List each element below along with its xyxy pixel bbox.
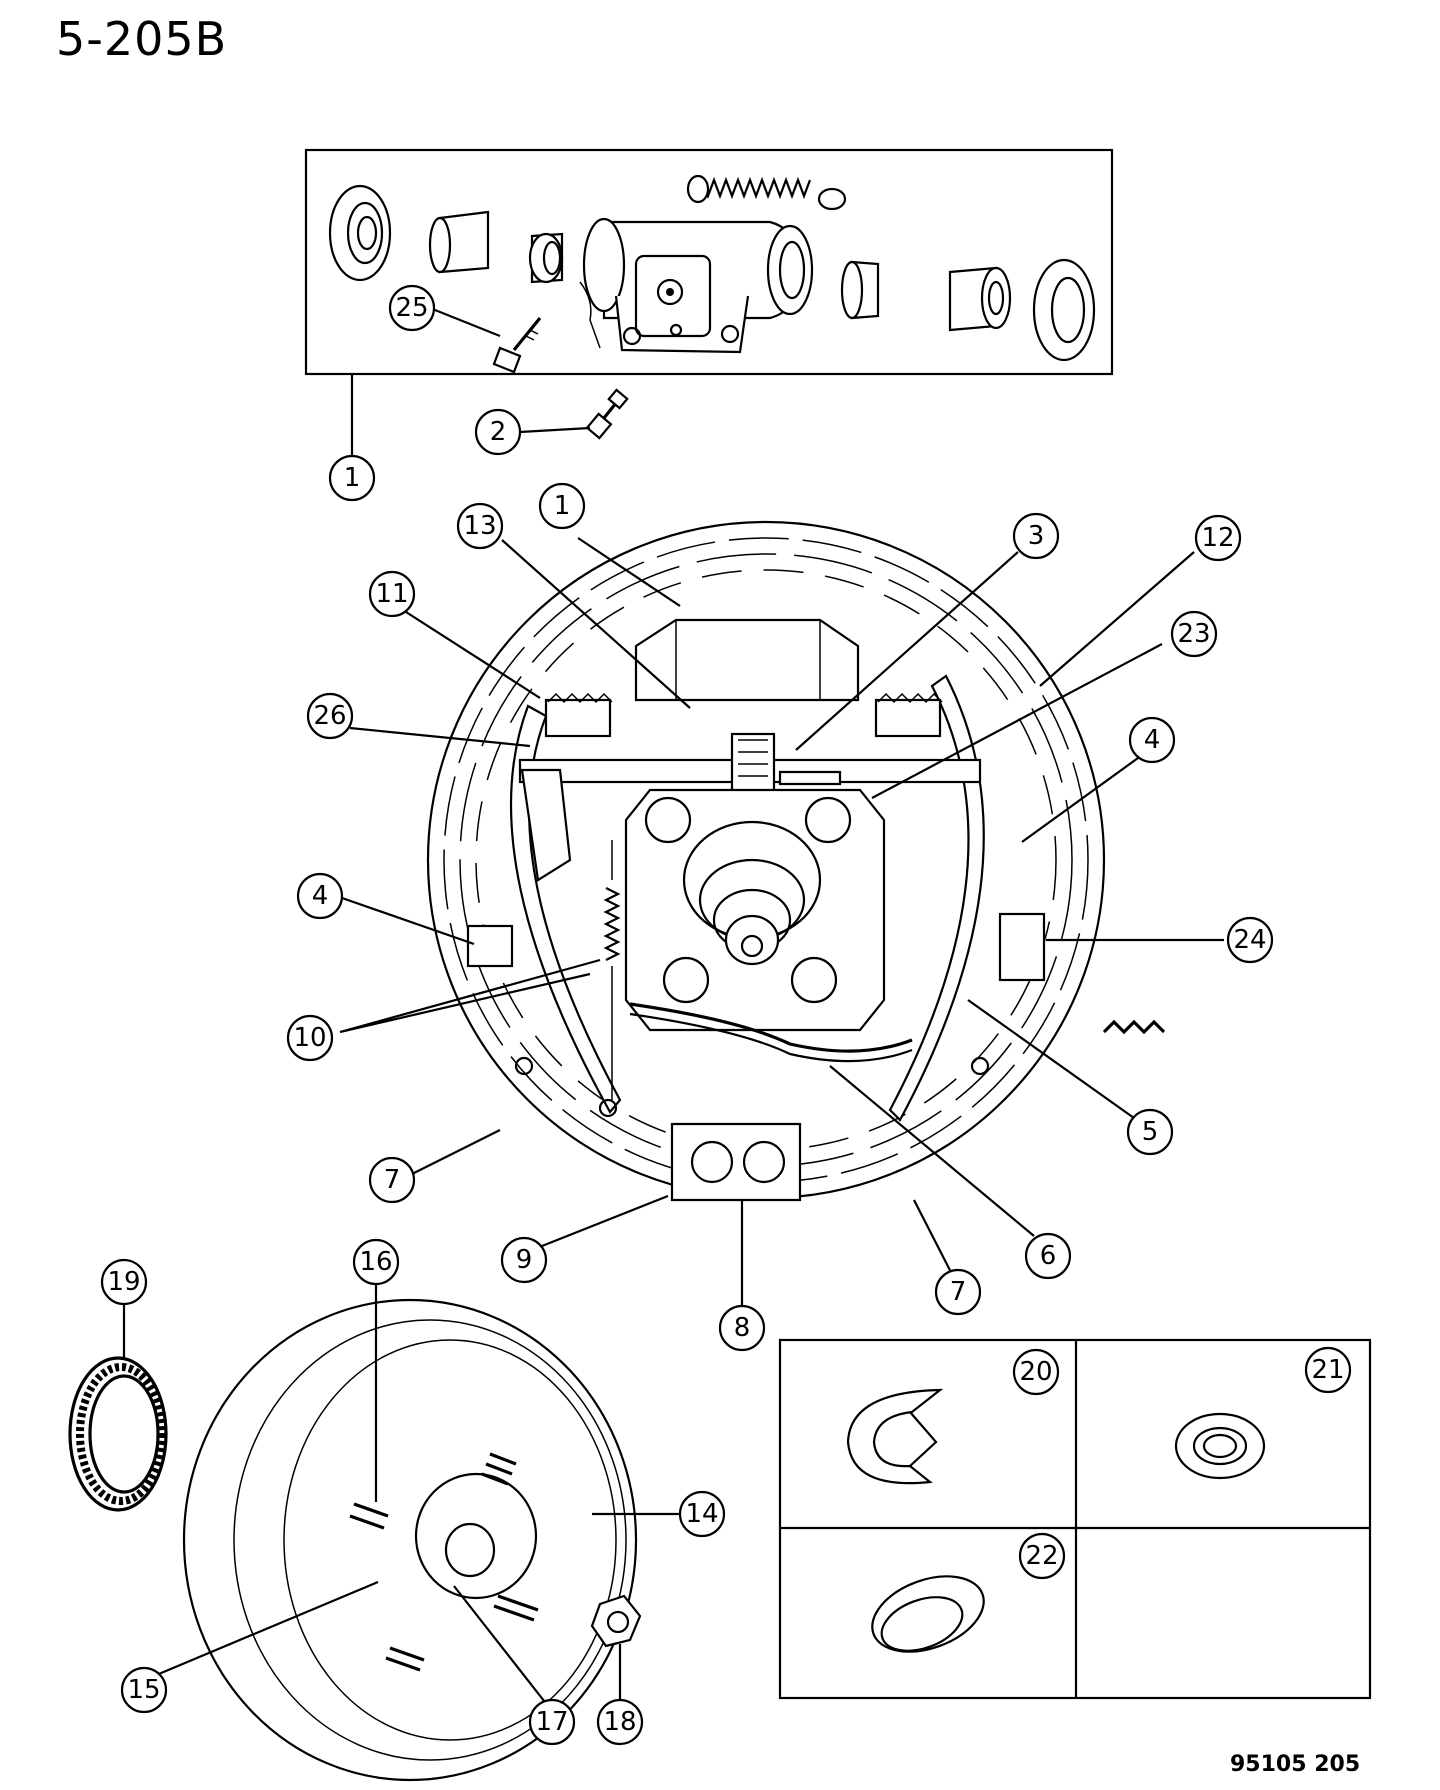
cylinder-body	[582, 217, 814, 354]
callout-20: 20	[1012, 1348, 1060, 1396]
anchor-block	[670, 1122, 802, 1202]
shoe-retainer-left	[544, 698, 612, 738]
cylinder-spring	[688, 176, 812, 200]
callout-7-left: 7	[368, 1156, 416, 1204]
bleeder-screw	[585, 388, 629, 440]
backing-plate-assembly	[426, 520, 1166, 1202]
small-parts-grid	[778, 1338, 1372, 1700]
callout-7-right: 7	[934, 1268, 982, 1316]
svg-text:4: 4	[312, 881, 329, 911]
brake-drum	[182, 1298, 638, 1782]
page-title: 5-205B	[56, 12, 228, 66]
wheel-stud	[481, 1452, 517, 1486]
svg-text:7: 7	[384, 1165, 401, 1195]
callout-26: 26	[306, 692, 354, 740]
wheel-stud	[385, 1646, 425, 1672]
svg-text:21: 21	[1311, 1355, 1344, 1385]
right-boot	[1032, 258, 1096, 362]
callout-9: 9	[500, 1236, 548, 1284]
left-piston	[428, 210, 490, 274]
adjuster	[518, 732, 982, 796]
svg-text:15: 15	[127, 1675, 160, 1705]
leader-lines	[122, 306, 1224, 1707]
callout-16: 16	[352, 1238, 400, 1286]
callout-12: 12	[1194, 514, 1242, 562]
callout-19: 19	[100, 1258, 148, 1306]
svg-text:12: 12	[1201, 523, 1234, 553]
return-spring	[603, 887, 621, 961]
callout-5: 5	[1126, 1108, 1174, 1156]
svg-text:22: 22	[1025, 1541, 1058, 1571]
right-cup	[840, 260, 880, 320]
wheel-stud	[493, 1594, 539, 1622]
svg-text:16: 16	[359, 1247, 392, 1277]
svg-text:18: 18	[603, 1707, 636, 1737]
callout-17: 17	[528, 1698, 576, 1746]
svg-text:24: 24	[1233, 925, 1266, 955]
axle-hub	[682, 820, 822, 966]
callout-24: 24	[1226, 916, 1274, 964]
washer	[1174, 1412, 1266, 1480]
svg-text:11: 11	[375, 579, 408, 609]
cylinder-mounting-bolt	[492, 316, 542, 374]
svg-text:5: 5	[1142, 1117, 1159, 1147]
svg-text:10: 10	[293, 1023, 326, 1053]
callout-1-inset: 1	[328, 454, 376, 502]
shoe-retainer-right	[874, 698, 942, 738]
diagram-id: 95105 205	[1230, 1752, 1361, 1777]
svg-text:3: 3	[1028, 521, 1045, 551]
wheel-stud	[349, 1502, 389, 1530]
left-boot	[328, 184, 392, 282]
brake-shoe-right	[888, 674, 985, 1122]
svg-text:1: 1	[344, 463, 361, 493]
svg-text:23: 23	[1177, 619, 1210, 649]
callout-21: 21	[1304, 1346, 1352, 1394]
right-piston	[948, 266, 1012, 332]
callout-4-left: 4	[296, 872, 344, 920]
parking-brake-cable	[629, 1002, 913, 1053]
svg-text:19: 19	[107, 1267, 140, 1297]
callout-10: 10	[286, 1014, 334, 1062]
callouts: 1 2 1 3 4 4 5 6 7 7 8 9 10 11 12 13 14 1…	[100, 284, 1352, 1746]
svg-text:25: 25	[395, 293, 428, 323]
callout-23: 23	[1170, 610, 1218, 658]
lug-nut	[590, 1594, 642, 1648]
hold-down-right	[998, 912, 1046, 982]
callout-3: 3	[1012, 512, 1060, 560]
inset-frame	[304, 148, 1114, 376]
callout-13: 13	[456, 502, 504, 550]
access-plug	[871, 1575, 985, 1653]
wheel-cylinder-mounted	[634, 618, 860, 702]
callout-8: 8	[718, 1304, 766, 1352]
grease-seal	[68, 1356, 168, 1512]
svg-text:7: 7	[950, 1277, 967, 1307]
svg-text:6: 6	[1040, 1241, 1057, 1271]
svg-text:20: 20	[1019, 1357, 1052, 1387]
callout-18: 18	[596, 1698, 644, 1746]
svg-text:1: 1	[554, 491, 571, 521]
callout-1: 1	[538, 482, 586, 530]
svg-text:17: 17	[535, 1707, 568, 1737]
hold-down-left	[466, 924, 514, 968]
callout-2: 2	[474, 408, 522, 456]
callout-25: 25	[388, 284, 436, 332]
callout-22: 22	[1018, 1532, 1066, 1580]
svg-text:26: 26	[313, 701, 346, 731]
svg-text:4: 4	[1144, 725, 1161, 755]
callout-15: 15	[120, 1666, 168, 1714]
callout-4-right: 4	[1128, 716, 1176, 764]
wheel-cylinder-inset	[304, 148, 1114, 376]
callout-14: 14	[678, 1490, 726, 1538]
left-cup	[528, 232, 564, 284]
svg-text:14: 14	[685, 1499, 718, 1529]
svg-text:13: 13	[463, 511, 496, 541]
callout-6: 6	[1024, 1232, 1072, 1280]
c-clip	[846, 1388, 944, 1485]
svg-text:9: 9	[516, 1245, 533, 1275]
svg-text:2: 2	[490, 417, 507, 447]
callout-11: 11	[368, 570, 416, 618]
svg-text:8: 8	[734, 1313, 751, 1343]
